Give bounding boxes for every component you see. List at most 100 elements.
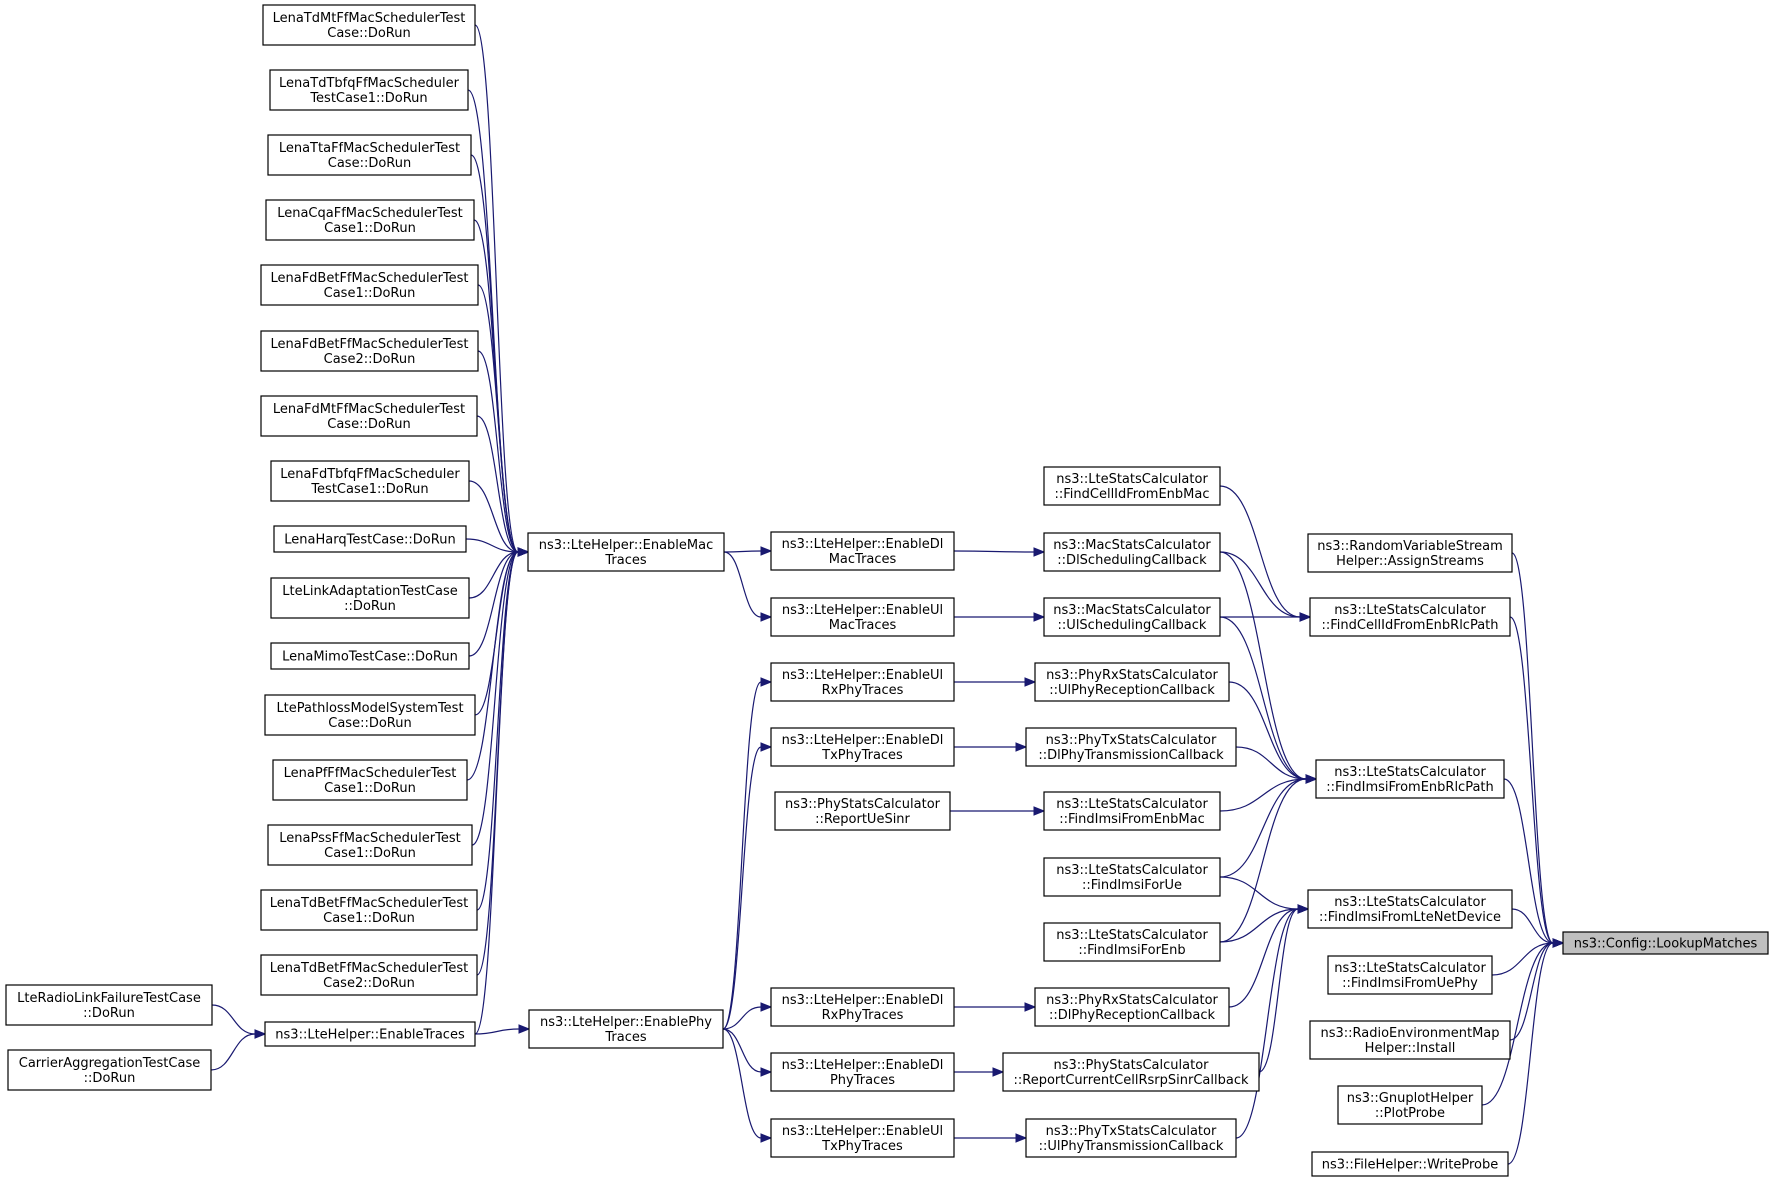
call-edge xyxy=(476,547,530,976)
call-edge xyxy=(722,742,773,1030)
call-edge xyxy=(1219,774,1318,943)
function-node[interactable]: LteRadioLinkFailureTestCase::DoRun xyxy=(5,984,213,1026)
function-node[interactable]: ns3::LteStatsCalculator::FindImsiForUe xyxy=(1043,857,1221,897)
node-label: LenaTdTbfqFfMacScheduler xyxy=(279,76,460,91)
node-label: Case1::DoRun xyxy=(324,286,416,301)
function-node[interactable]: ns3::GnuplotHelper::PlotProbe xyxy=(1337,1085,1483,1125)
function-node[interactable]: LenaMimoTestCase::DoRun xyxy=(270,642,470,670)
node-label: ns3::LteHelper::EnableDl xyxy=(782,1058,944,1073)
node-label: ns3::RadioEnvironmentMap xyxy=(1320,1026,1499,1041)
function-node[interactable]: ns3::RandomVariableStreamHelper::AssignS… xyxy=(1307,533,1513,573)
function-node[interactable]: LteLinkAdaptationTestCase::DoRun xyxy=(270,577,470,619)
function-node[interactable]: ns3::LteStatsCalculator::FindImsiFromEnb… xyxy=(1043,791,1221,831)
function-node[interactable]: ns3::PhyTxStatsCalculator::DlPhyTransmis… xyxy=(1025,727,1237,767)
call-edge xyxy=(1509,938,1565,1041)
node-label: ns3::PhyTxStatsCalculator xyxy=(1046,1124,1217,1139)
edge-layer xyxy=(210,24,1565,1165)
node-label: RxPhyTraces xyxy=(822,683,904,698)
call-edge xyxy=(477,350,530,557)
node-label: LenaHarqTestCase::DoRun xyxy=(284,533,455,548)
node-label: MacTraces xyxy=(829,552,897,567)
call-edge xyxy=(1219,774,1318,812)
node-label: LenaPssFfMacSchedulerTest xyxy=(279,831,460,846)
call-edge xyxy=(953,742,1028,752)
node-label: LenaTdBetFfMacSchedulerTest xyxy=(270,961,469,976)
function-node[interactable]: ns3::MacStatsCalculator::UlSchedulingCal… xyxy=(1043,597,1221,637)
node-label: CarrierAggregationTestCase xyxy=(19,1056,200,1071)
node-label: ns3::LteHelper::EnableDl xyxy=(782,733,944,748)
function-node[interactable]: ns3::LteStatsCalculator::FindImsiFromEnb… xyxy=(1315,759,1505,799)
node-label: PhyTraces xyxy=(830,1073,895,1088)
node-label: ::PlotProbe xyxy=(1375,1106,1445,1121)
node-label: ::FindImsiFromLteNetDevice xyxy=(1319,910,1501,925)
function-node[interactable]: ns3::LteHelper::EnableTraces xyxy=(264,1021,476,1047)
function-node[interactable]: ns3::MacStatsCalculator::DlSchedulingCal… xyxy=(1043,532,1221,572)
call-edge xyxy=(954,1002,1037,1012)
node-label: ::UlSchedulingCallback xyxy=(1058,618,1207,633)
node-label: LenaFdMtFfMacSchedulerTest xyxy=(273,402,465,417)
function-node[interactable]: ns3::PhyTxStatsCalculator::UlPhyTransmis… xyxy=(1025,1118,1237,1158)
function-node[interactable]: ns3::PhyRxStatsCalculator::DlPhyReceptio… xyxy=(1034,987,1230,1027)
function-node[interactable]: LenaHarqTestCase::DoRun xyxy=(273,525,467,553)
call-edge xyxy=(1491,938,1565,976)
node-label: ns3::LteStatsCalculator xyxy=(1056,797,1208,812)
function-node[interactable]: ns3::PhyRxStatsCalculator::UlPhyReceptio… xyxy=(1034,662,1230,702)
node-label: ns3::GnuplotHelper xyxy=(1347,1091,1474,1106)
node-label: Traces xyxy=(604,553,646,568)
node-label: ::FindImsiFromUePhy xyxy=(1342,976,1478,991)
call-edge xyxy=(476,415,530,557)
node-label: LenaPfFfMacSchedulerTest xyxy=(284,766,457,781)
node-label: ns3::RandomVariableStream xyxy=(1317,539,1503,554)
root-function-node[interactable]: ns3::Config::LookupMatches xyxy=(1562,931,1769,955)
node-label: ::DlPhyReceptionCallback xyxy=(1049,1008,1216,1023)
node-label: ns3::LteStatsCalculator xyxy=(1056,472,1208,487)
function-node[interactable]: CarrierAggregationTestCase::DoRun xyxy=(7,1049,212,1091)
node-label: ns3::LteStatsCalculator xyxy=(1056,928,1208,943)
node-label: ::DlPhyTransmissionCallback xyxy=(1038,748,1224,763)
function-node[interactable]: ns3::LteStatsCalculator::FindCellIdFromE… xyxy=(1309,597,1511,637)
function-node[interactable]: ns3::PhyStatsCalculator::ReportCurrentCe… xyxy=(1002,1052,1260,1092)
node-label: ns3::LteHelper::EnableDl xyxy=(782,537,944,552)
function-node[interactable]: ns3::FileHelper::WriteProbe xyxy=(1311,1151,1509,1177)
function-node[interactable]: ns3::LteStatsCalculator::FindCellIdFromE… xyxy=(1043,466,1221,506)
node-label: ::ReportCurrentCellRsrpSinrCallback xyxy=(1014,1073,1249,1088)
node-label: ns3::LteHelper::EnableUl xyxy=(782,668,943,683)
node-label: ns3::LteStatsCalculator xyxy=(1334,961,1486,976)
function-node[interactable]: ns3::LteStatsCalculator::FindImsiForEnb xyxy=(1043,922,1221,962)
node-label: ns3::Config::LookupMatches xyxy=(1574,937,1758,952)
function-node[interactable]: ns3::LteStatsCalculator::FindImsiFromUeP… xyxy=(1327,955,1493,995)
node-layer: ns3::Config::LookupMatches ns3::RandomVar… xyxy=(5,4,1769,1177)
call-edge xyxy=(1509,616,1565,948)
node-label: LenaFdTbfqFfMacScheduler xyxy=(280,467,460,482)
node-label: ns3::PhyStatsCalculator xyxy=(1053,1058,1209,1073)
node-label: Helper::AssignStreams xyxy=(1336,554,1484,569)
node-label: Case1::DoRun xyxy=(324,846,416,861)
call-edge xyxy=(1228,904,1310,1008)
function-node[interactable]: ns3::PhyStatsCalculator::ReportUeSinr xyxy=(774,791,951,831)
call-edge xyxy=(954,1133,1028,1143)
function-node[interactable]: ns3::LteStatsCalculator::FindImsiFromLte… xyxy=(1307,889,1513,929)
